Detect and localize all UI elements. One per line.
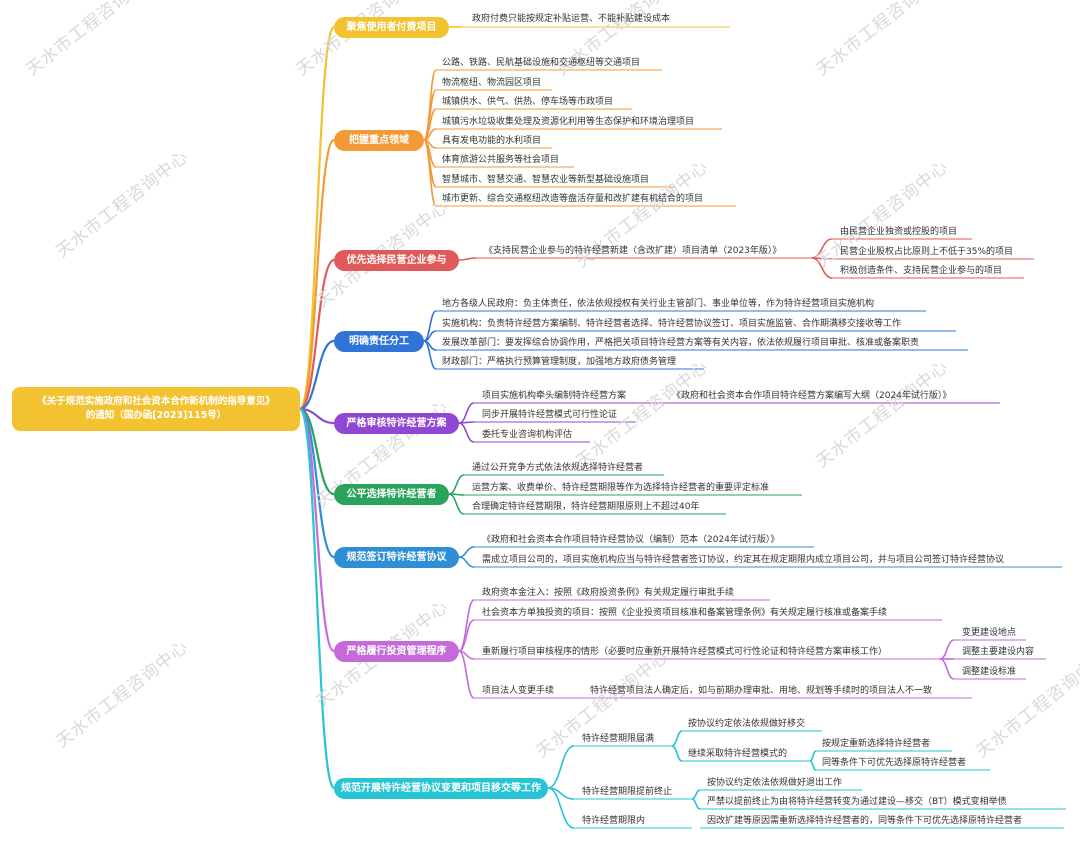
leaf-text[interactable]: 同等条件下可优先选择原特许经营者: [822, 758, 967, 768]
leaf-text[interactable]: 项目实施机构牵头编制特许经营方案: [482, 391, 627, 401]
branch-review-plan[interactable]: 严格审核特许经营方案: [334, 413, 459, 434]
branch-agreement-change-transfer[interactable]: 规范开展特许经营协议变更和项目移交等工作: [334, 778, 548, 799]
leaf-text[interactable]: 严禁以提前终止为由将特许经营转变为通过建设—移交（BT）模式变相举债: [707, 797, 1007, 807]
leaf-text[interactable]: 体育旅游公共服务等社会项目: [442, 155, 560, 165]
connector: [299, 258, 335, 411]
connector: [939, 658, 955, 680]
connector: [458, 422, 475, 443]
leaf-text[interactable]: 实施机构：负责特许经营方案编制、特许经营者选择、特许经营协议签订、项目实施监管、…: [442, 319, 902, 329]
connector: [299, 339, 335, 411]
leaf-text[interactable]: 由民营企业独资或控股的项目: [840, 227, 958, 237]
leaf-text[interactable]: 重新履行项目审核程序的情形（必要时应重新开展特许经营模式可行性论证和特许经营方案…: [482, 647, 888, 657]
branch-responsibilities[interactable]: 明确责任分工: [334, 331, 424, 352]
leaf-text[interactable]: 智慧城市、智慧交通、智慧农业等新型基础设施项目: [442, 175, 650, 185]
leaf-text[interactable]: 需成立项目公司的，项目实施机构应当与特许经营者签订协议，约定其在规定期限内成立项…: [482, 555, 1005, 565]
connector: [939, 639, 955, 660]
leaf-text[interactable]: 民营企业股权占比原则上不低于35%的项目: [840, 247, 1014, 257]
connector: [691, 789, 701, 800]
connector: [809, 750, 817, 762]
connector: [458, 556, 475, 568]
connector: [458, 402, 475, 424]
leaf-text[interactable]: 城市更新、综合交通枢纽改造等盘活存量和改扩建有机结合的项目: [442, 194, 704, 204]
leaf-text[interactable]: 物流枢纽、物流园区项目: [442, 78, 542, 88]
leaf-text[interactable]: 公路、铁路、民航基础设施和交通枢纽等交通项目: [442, 58, 641, 68]
connector: [298, 407, 336, 790]
connector: [423, 139, 437, 207]
connector: [458, 650, 475, 699]
connector: [547, 745, 575, 789]
branch-user-pays[interactable]: 聚焦使用者付费项目: [334, 17, 449, 38]
root-topic[interactable]: 《关于规范实施政府和社会资本合作新机制的指导意见》 的通知（国办函[2023]1…: [12, 387, 300, 431]
leaf-text[interactable]: 按协议约定依法依规做好移交: [688, 719, 806, 729]
connector: [448, 493, 465, 515]
branch-private-enterprise[interactable]: 优先选择民营企业参与: [334, 250, 459, 271]
connector: [547, 787, 575, 829]
leaf-text[interactable]: 合理确定特许经营期限，特许经营期限原则上不超过40年: [472, 502, 700, 512]
connector: [458, 546, 475, 558]
connector: [448, 474, 465, 495]
leaf-text[interactable]: 城镇污水垃圾收集处理及资源化利用等生态保护和环境治理项目: [442, 117, 695, 127]
leaf-text[interactable]: 特许经营期限提前终止: [582, 787, 673, 797]
branch-select-operator[interactable]: 公平选择特许经营者: [334, 484, 449, 505]
leaf-text[interactable]: 《支持民营企业参与的特许经营新建（含改扩建）项目清单（2023年版）》: [484, 246, 782, 256]
leaf-text[interactable]: 特许经营项目法人确定后，如与前期办理审批、用地、规划等手续时的项目法人不一致: [590, 686, 933, 696]
leaf-text[interactable]: 《政府和社会资本合作项目特许经营协议（编制）范本（2024年试行版）》: [482, 535, 780, 545]
root-title-line1: 《关于规范实施政府和社会资本合作新机制的指导意见》: [37, 396, 275, 407]
connector: [671, 730, 683, 747]
leaf-text[interactable]: 按规定重新选择特许经营者: [822, 739, 931, 749]
leaf-text[interactable]: 通过公开竞争方式依法依规选择特许经营者: [472, 463, 644, 473]
connector: [811, 257, 833, 279]
connector: [458, 599, 475, 652]
leaf-text[interactable]: 特许经营期限内: [582, 816, 646, 826]
branch-key-fields[interactable]: 把握重点领域: [334, 130, 424, 151]
leaf-text[interactable]: 地方各级人民政府：负主体责任，依法依规授权有关行业主管部门、事业单位等，作为特许…: [442, 299, 875, 309]
leaf-text[interactable]: 政府付费只能按规定补贴运营、不能补贴建设成本: [472, 14, 671, 24]
connector: [298, 138, 336, 411]
leaf-text[interactable]: 因改扩建等原因需重新选择特许经营者的，同等条件下可优先选择原特许经营者: [707, 816, 1023, 826]
leaf-text[interactable]: 委托专业咨询机构评估: [482, 430, 573, 440]
leaf-text[interactable]: 同步开展特许经营模式可行性论证: [482, 410, 618, 420]
leaf-text[interactable]: 特许经营期限届满: [582, 734, 655, 744]
leaf-text[interactable]: 变更建设地点: [962, 628, 1017, 638]
connector: [423, 340, 437, 370]
connector: [691, 798, 701, 810]
leaf-text[interactable]: 社会资本方单独投资的项目：按照《企业投资项目核准和备案管理条例》有关规定履行核准…: [482, 608, 888, 618]
connector: [809, 760, 817, 771]
leaf-text[interactable]: 城镇供水、供气、供热、停车场等市政项目: [442, 97, 614, 107]
connector: [671, 745, 683, 762]
leaf-text[interactable]: 继续采取特许经营模式的: [688, 749, 788, 759]
branch-sign-agreement[interactable]: 规范签订特许经营协议: [334, 547, 459, 568]
leaf-text[interactable]: 具有发电功能的水利项目: [442, 136, 542, 146]
leaf-text[interactable]: 积极创造条件、支持民营企业参与的项目: [840, 266, 1003, 276]
connector: [298, 407, 336, 653]
leaf-text[interactable]: 财政部门：严格执行预算管理制度，加强地方政府债务管理: [442, 357, 677, 367]
leaf-text[interactable]: 《政府和社会资本合作项目特许经营方案编写大纲（2024年试行版）》: [672, 391, 952, 401]
connector: [458, 257, 477, 261]
leaf-text[interactable]: 发展改革部门：要发挥综合协调作用，严格把关项目特许经营方案等有关内容，依法依规履…: [442, 338, 920, 348]
root-title-line2: 的通知（国办函[2023]115号）: [85, 410, 227, 421]
leaf-text[interactable]: 项目法人变更手续: [482, 686, 555, 696]
branch-investment-procedure[interactable]: 严格履行投资管理程序: [334, 641, 459, 662]
leaf-text[interactable]: 运营方案、收费单价、特许经营期限等作为选择特许经营者的重要评定标准: [472, 483, 770, 493]
connector: [298, 25, 336, 411]
connector: [458, 619, 475, 652]
leaf-text[interactable]: 政府资本金注入：按照《政府投资条例》有关规定履行审批手续: [482, 588, 735, 598]
leaf-text[interactable]: 按协议约定依法依规做好退出工作: [707, 778, 843, 788]
leaf-text[interactable]: 调整主要建设内容: [962, 647, 1035, 657]
leaf-text[interactable]: 调整建设标准: [962, 667, 1017, 677]
